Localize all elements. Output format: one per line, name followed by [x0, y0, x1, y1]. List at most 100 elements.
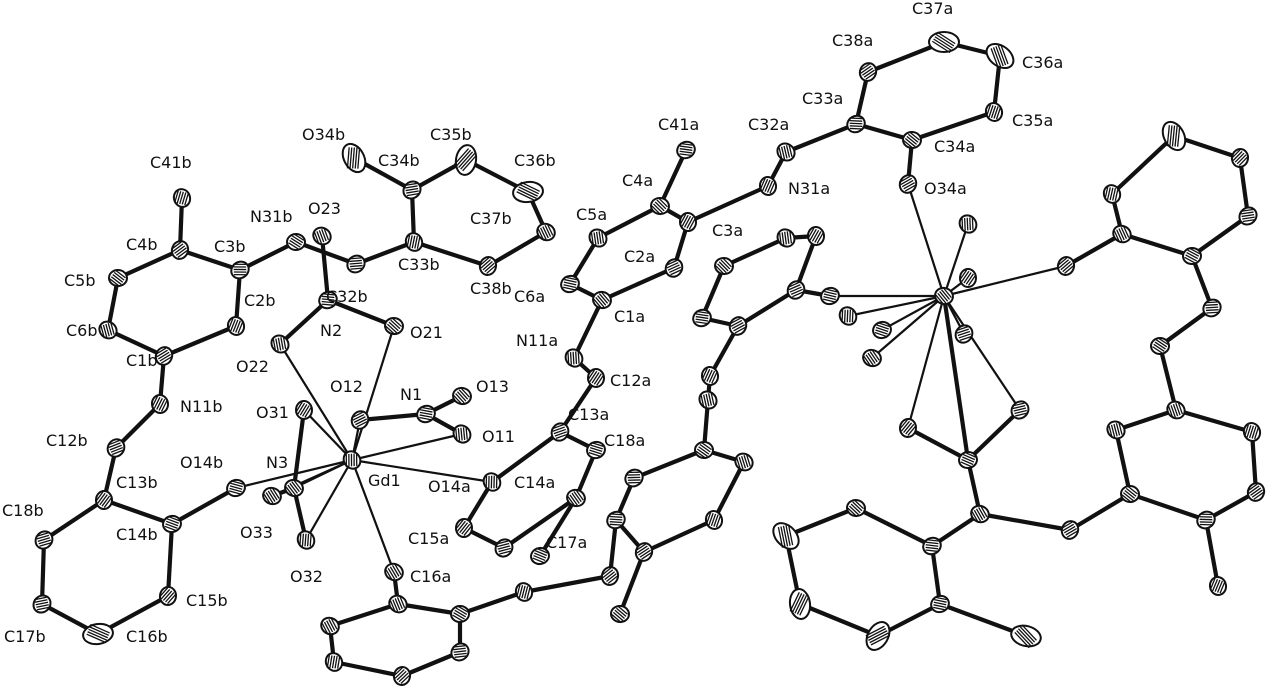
atom-L2: [324, 652, 344, 672]
bond-N31a-C3a: [685, 183, 771, 225]
bond-C18b-C17b: [39, 537, 47, 607]
atom-N31b: [286, 232, 306, 252]
atom-label-N31b: N31b: [250, 207, 292, 226]
atom-label-O33: O33: [240, 523, 273, 542]
atom-C38b: [478, 256, 498, 276]
atom-C13b: [94, 490, 114, 510]
atom-R14: [1120, 484, 1140, 504]
atom-label-C14b: C14b: [116, 525, 158, 544]
atom-C1b: [154, 346, 174, 366]
atom-O34b: [341, 142, 367, 174]
atom-C17a: [530, 546, 550, 566]
atom-Gr2: [958, 268, 977, 288]
atom-O21: [384, 316, 404, 336]
atom-M6: [606, 510, 626, 530]
bond-G2-Gr9: [941, 293, 971, 463]
atom-label-C12a: C12a: [610, 371, 651, 390]
atom-label-O12: O12: [330, 377, 363, 396]
atom-Gr3: [954, 324, 974, 344]
bond-L6-L1: [327, 601, 401, 629]
atom-label-C35a: C35a: [1012, 111, 1053, 130]
atom-O34a: [898, 174, 918, 194]
atom-label-C36b: C36b: [514, 151, 556, 170]
bond-B4-B5: [797, 601, 881, 639]
coordination-bond-Gd1-O22: [278, 342, 354, 462]
bond-R11-R12: [1249, 429, 1259, 495]
coordination-bond-G2-Gr6: [846, 294, 946, 318]
atom-Gr8: [1010, 400, 1030, 420]
atom-C15a: [454, 518, 474, 538]
atom-R9: [1150, 336, 1170, 356]
coordination-bond-G2-Gr7: [906, 294, 946, 430]
atom-label-C17a: C17a: [546, 533, 587, 552]
bond-B6-B1: [929, 543, 943, 607]
atom-label-C14a: C14a: [514, 473, 555, 492]
atom-label-C6a: C6a: [514, 287, 545, 306]
atom-label-C1b: C1b: [126, 351, 158, 370]
atom-C1a: [592, 290, 612, 310]
atom-M3: [734, 452, 754, 472]
bond-R14-R15: [1113, 427, 1133, 497]
bond-N2-O23: [319, 233, 331, 303]
atom-label-N3: N3: [266, 453, 288, 472]
atom-C14a: [566, 488, 586, 508]
bond-N1-O12: [357, 411, 429, 423]
atom-M15: [786, 280, 806, 300]
atom-label-C5b: C5b: [64, 271, 96, 290]
atom-C5a: [588, 228, 608, 248]
atom-label-C16a: C16a: [410, 567, 451, 586]
atom-L4: [450, 642, 470, 662]
atom-O31: [294, 400, 314, 420]
bond-L3-L4: [399, 649, 463, 679]
bond-R6-R1: [1109, 133, 1177, 197]
atom-M13: [776, 228, 796, 248]
bond-M4-M5: [641, 517, 717, 555]
bond-C14b-O14b: [169, 485, 239, 527]
bond-B2-B3: [783, 505, 859, 539]
atom-label-C5a: C5a: [576, 205, 607, 224]
atom-label-O14b: O14b: [180, 453, 223, 472]
atom-M5: [634, 542, 654, 562]
atom-label-C32a: C32a: [748, 115, 789, 134]
coordination-bond-G2-R7: [942, 264, 1068, 298]
bond-N3-O31: [291, 407, 307, 491]
bonds-layer: [39, 39, 1259, 679]
bond-C33a-C32a: [783, 121, 859, 155]
atom-R4: [1182, 246, 1202, 266]
atom-R5: [1112, 224, 1132, 244]
bond-C4b-C3b: [177, 247, 243, 273]
atom-C35b: [454, 144, 478, 176]
bond-C4b-C5b: [115, 247, 183, 281]
atom-label-C18b: C18b: [2, 501, 44, 520]
bond-C33b-C32b: [353, 239, 417, 267]
bond-C14a-C17a: [537, 495, 579, 559]
bond-N11b-C12b: [113, 401, 163, 451]
bond-L2-L3: [331, 659, 405, 679]
atom-label-Gd1: Gd1: [368, 471, 401, 490]
bond-R13-R16: [1203, 517, 1221, 589]
bond-C37b-C38b: [485, 229, 549, 269]
labels-layer: C37a C36a C35a C38a C33a C34a C32a N31a …: [2, 0, 1063, 646]
atom-label-C15b: C15b: [186, 591, 228, 610]
bond-C1a-C2a: [599, 265, 677, 303]
atom-label-O11: O11: [482, 427, 515, 446]
coordination-bond-G2-Gr5: [870, 294, 946, 360]
atom-C16a: [384, 562, 404, 582]
atom-O14b: [226, 478, 246, 498]
bond-C1b-C2b: [161, 323, 239, 359]
bond-C6b-C1b: [105, 327, 167, 359]
atom-label-C33b: C33b: [398, 255, 440, 274]
atom-R1: [1161, 120, 1187, 152]
atom-label-C41a: C41a: [658, 115, 699, 134]
atom-R2: [1230, 148, 1250, 168]
atom-label-O32: O32: [290, 567, 323, 586]
bond-C14b-C15b: [165, 521, 175, 599]
bond-R4-R5: [1119, 231, 1195, 259]
bond-C38b-C33b: [411, 239, 491, 269]
bond-L5-L6: [395, 601, 463, 617]
atom-label-C35b: C35b: [430, 125, 472, 144]
coordination-bond-G2-Gr4: [880, 294, 946, 332]
atom-label-N11b: N11b: [180, 397, 222, 416]
atom-C4a: [650, 196, 670, 216]
atom-label-C13a: C13a: [568, 405, 609, 424]
